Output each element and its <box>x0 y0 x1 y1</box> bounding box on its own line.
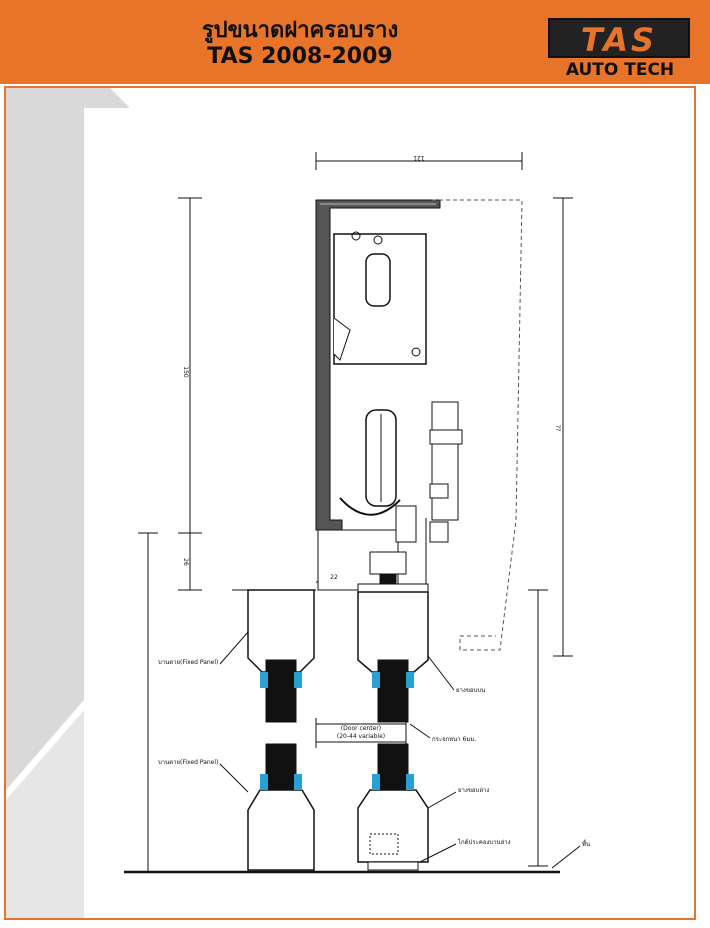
rubber-seal <box>260 774 268 790</box>
rubber-seal <box>294 774 302 790</box>
rubber-seal <box>372 672 380 688</box>
rubber-seal <box>260 672 268 688</box>
label-floor-guide: ไกด์ประคองบานล่าง <box>457 838 511 846</box>
dim-right-height: ?? <box>554 425 561 431</box>
title-model: TAS 2008-2009 <box>207 44 393 69</box>
background-shape-lower <box>6 710 84 918</box>
dim-top-width: 121 <box>413 154 425 161</box>
rubber-seal <box>372 774 380 790</box>
brand-logo: TAS <box>548 18 690 59</box>
label-upper-rubber: ยางขอบบน <box>456 687 485 694</box>
sliding-panel-upper-profile <box>357 591 429 723</box>
dim-left-small: 26 <box>182 558 189 566</box>
track-profile <box>315 199 523 651</box>
rubber-seal <box>294 672 302 688</box>
rubber-seal <box>406 672 414 688</box>
logo-subtitle: AUTO TECH <box>565 60 675 80</box>
label-glass-thickness: กระจกหนา 6มม. <box>432 736 476 743</box>
dim-left-height: 150 <box>182 366 189 378</box>
dim-gap: 22 <box>330 574 338 581</box>
label-lower-rubber: ยางขอบล่าง <box>458 787 489 794</box>
fixed-panel-lower-profile <box>247 743 315 871</box>
logo-text: TAS <box>580 21 658 59</box>
label-floor: พื้น <box>582 838 590 848</box>
page-title: รูปขนาดฝาครอบราง TAS 2008-2009 <box>150 18 450 70</box>
label-fixed-panel-lower: บานตาย(Fixed Panel) <box>158 759 218 766</box>
label-fixed-panel-upper: บานตาย(Fixed Panel) <box>158 659 218 666</box>
label-variable: (20-44 variable) <box>337 733 385 740</box>
title-thai: รูปขนาดฝาครอบราง <box>201 18 399 43</box>
label-door-center: (Door center) <box>341 725 381 732</box>
fixed-panel-upper-profile <box>232 589 316 723</box>
background-shape <box>6 88 130 790</box>
rubber-seal <box>406 774 414 790</box>
sliding-panel-lower-profile <box>357 743 429 871</box>
content-frame <box>4 86 696 920</box>
